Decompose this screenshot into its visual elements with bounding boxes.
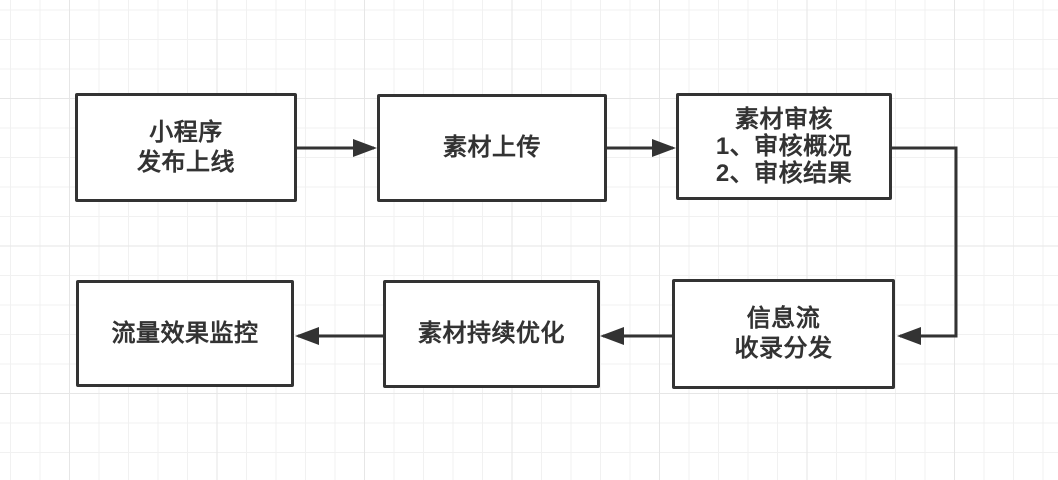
node-label-line: 2、审核结果 bbox=[715, 160, 853, 187]
node-label-line: 素材审核 bbox=[735, 106, 833, 133]
flow-node-traffic-monitoring[interactable]: 流量效果监控 bbox=[76, 280, 294, 387]
node-label-line: 信息流 bbox=[746, 305, 821, 332]
flow-node-feed-distribution[interactable]: 信息流 收录分发 bbox=[672, 279, 895, 389]
node-label-line: 收录分发 bbox=[734, 335, 833, 362]
node-label-line: 流量效果监控 bbox=[111, 319, 259, 347]
flow-node-material-review[interactable]: 素材审核 1、审核概况 2、审核结果 bbox=[676, 93, 892, 200]
connector-review-to-feed[interactable] bbox=[892, 146, 958, 345]
node-label-line: 素材上传 bbox=[443, 134, 541, 161]
node-label-line: 1、审核概况 bbox=[715, 133, 853, 160]
flow-node-material-upload[interactable]: 素材上传 bbox=[377, 94, 607, 202]
node-label-line: 发布上线 bbox=[137, 148, 235, 176]
flow-node-mini-program-launch[interactable]: 小程序 发布上线 bbox=[75, 93, 297, 202]
node-label-line: 素材持续优化 bbox=[418, 320, 565, 347]
flow-node-material-optimization[interactable]: 素材持续优化 bbox=[383, 280, 600, 388]
node-label-line: 小程序 bbox=[149, 118, 223, 146]
